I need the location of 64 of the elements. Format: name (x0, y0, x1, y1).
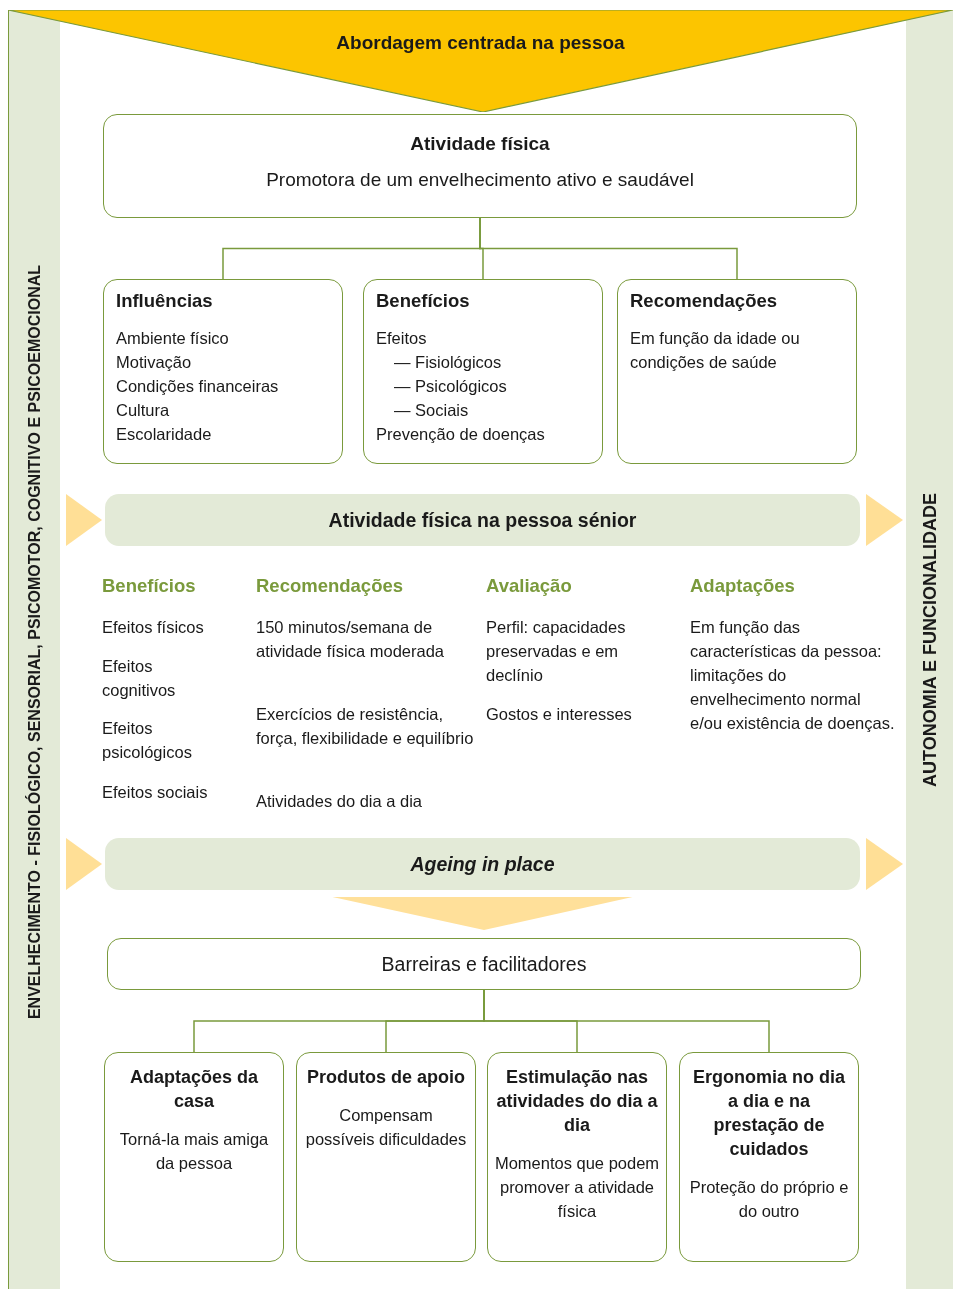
column-text: Gostos e interesses (486, 704, 633, 725)
list-item: Em função da idade ou condições de saúde (630, 328, 801, 373)
category-box (617, 279, 857, 464)
column-text: Efeitos psicológicos (102, 718, 193, 763)
connector-line (483, 989, 770, 1053)
column-heading: Adaptações (690, 574, 796, 598)
list-item: Prevenção de doenças (376, 424, 546, 445)
category-box (104, 1052, 284, 1262)
band-title: Atividade física na pessoa sénior (328, 508, 637, 532)
box-title: Atividade física (409, 133, 551, 155)
list-item: Escolaridade (116, 424, 213, 445)
box-description: Compensam possíveis dificuldades (304, 1105, 468, 1150)
column-text: Efeitos cognitivos (102, 656, 177, 701)
banner-title: Abordagem centrada na pessoa (336, 32, 625, 54)
column-text: Perfil: capacidades preservadas e em declínio (486, 617, 627, 686)
chevron-arrow (66, 494, 102, 546)
category-box (296, 1052, 476, 1262)
column-text: Em função das características da pessoa: limitações do envelhecimento normal e/ou existência de doenças. (690, 617, 895, 734)
box-title: Estimulação nas atividades do dia a dia (495, 1066, 659, 1137)
box-title: Adaptações da casa (128, 1066, 259, 1113)
list-item: Condições financeiras (116, 376, 280, 397)
list-item: Cultura (116, 400, 171, 421)
box-title: Influências (116, 290, 214, 312)
category-box (679, 1052, 859, 1262)
subtitle: Promotora de um envelhecimento ativo e saudável (265, 169, 695, 191)
list-item: Efeitos (376, 328, 428, 349)
column-text: Efeitos sociais (102, 782, 209, 803)
list-item: Motivação (116, 352, 193, 373)
category-box (487, 1052, 667, 1262)
category-box (103, 279, 343, 464)
side-title: AUTONOMIA E FUNCIONALIDADE (919, 493, 940, 787)
column-text: Efeitos físicos (102, 617, 205, 638)
title-box (103, 114, 857, 218)
chevron-arrow (866, 838, 903, 890)
column-text: Exercícios de resistência, força, flexibilidade e equilíbrio (256, 704, 475, 749)
column-heading: Avaliação (486, 574, 573, 598)
list-item: — Psicológicos (393, 376, 508, 397)
section-band (105, 494, 860, 546)
box-title: Barreiras e facilitadores (381, 952, 587, 976)
section-band (105, 838, 860, 890)
box-description: Torná-la mais amiga da pessoa (118, 1129, 270, 1174)
box-title: Produtos de apoio (306, 1066, 466, 1089)
chevron-arrow (866, 494, 903, 546)
side-band (8, 10, 60, 1289)
column-heading: Recomendações (256, 574, 405, 598)
box-title: Benefícios (376, 290, 471, 312)
list-item: — Fisiológicos (393, 352, 503, 373)
box-title: Ergonomia no dia a dia e na prestação de cuidados (692, 1066, 846, 1161)
chevron-arrow (66, 838, 102, 890)
box-description: Momentos que podem promover a atividade física (494, 1153, 660, 1222)
box-title: Recomendações (630, 290, 779, 312)
column-text: Atividades do dia a dia (256, 791, 424, 812)
column-text: 150 minutos/semana de atividade física moderada (256, 617, 446, 662)
connector-line (479, 217, 738, 280)
side-title: ENVELHECIMENTO - FISIOLÓGICO, SENSORIAL, PSICOMOTOR, COGNITIVO E PSICOEMOCIONAL (25, 264, 44, 1020)
category-box (363, 279, 603, 464)
list-item: — Sociais (393, 400, 470, 421)
list-item: Ambiente físico (116, 328, 230, 349)
side-band (906, 10, 953, 1289)
column-heading: Benefícios (102, 574, 197, 598)
box-description: Proteção do próprio e do outro (688, 1177, 850, 1222)
section-box (107, 938, 861, 990)
chevron-arrow (332, 897, 633, 930)
band-title: Ageing in place (410, 852, 555, 876)
